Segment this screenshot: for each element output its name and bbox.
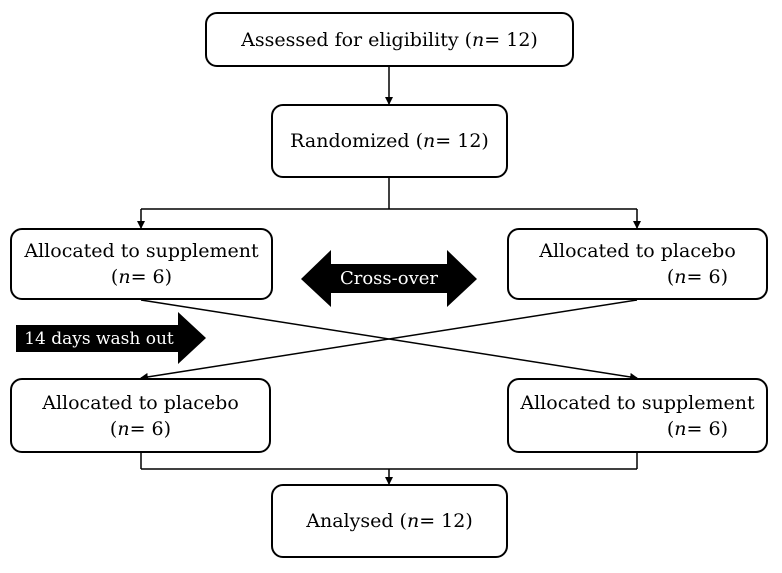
- box-bottom-left-placebo: Allocated to placebo (n= 6): [10, 378, 271, 453]
- box-analysed-line: Analysed (n= 12): [306, 510, 473, 532]
- box-assessed-count: = 12: [484, 28, 531, 51]
- box-top-left-text: Allocated to supplement: [24, 240, 259, 262]
- box-analysed: Analysed (n= 12): [271, 484, 508, 558]
- box-randomized-text: Randomized: [290, 130, 410, 152]
- box-assessed-n: n: [472, 28, 485, 51]
- box-randomized: Randomized (n= 12): [271, 104, 508, 178]
- box-bottom-right-text: Allocated to supplement: [520, 391, 755, 414]
- box-bottom-right-count-line: (n= 6): [666, 417, 728, 440]
- box-assessed-text: Assessed for eligibility: [241, 28, 459, 51]
- crossover-label: Cross-over: [339, 268, 439, 289]
- arrow-cross-placebo-to-placebo: [140, 299, 638, 381]
- box-randomized-count: = 12: [435, 130, 482, 152]
- washout-label: 14 days wash out: [24, 328, 174, 349]
- box-randomized-n: n: [423, 130, 436, 152]
- box-top-right-placebo: Allocated to placebo (n= 6): [507, 228, 768, 300]
- box-top-right-n: n: [674, 266, 687, 288]
- box-top-left-supplement: Allocated to supplement (n= 6): [10, 228, 273, 300]
- box-bottom-right-n: n: [674, 417, 687, 440]
- box-top-left-count: = 6: [130, 266, 165, 288]
- box-assessed-for-eligibility: Assessed for eligibility (n= 12): [205, 12, 574, 67]
- box-bottom-left-text: Allocated to placebo: [42, 391, 239, 414]
- washout-arrow: [16, 312, 206, 364]
- box-bottom-left-count: = 6: [129, 417, 164, 440]
- box-top-left-n: n: [118, 266, 131, 288]
- box-top-left-count-line: (n= 6): [110, 266, 173, 288]
- box-analysed-count: = 12: [419, 510, 466, 532]
- crossover-double-arrow: [301, 250, 477, 307]
- box-top-right-count: = 6: [686, 266, 721, 288]
- box-bottom-left-count-line: (n= 6): [109, 417, 172, 440]
- box-analysed-text: Analysed: [306, 510, 394, 532]
- box-top-right-text: Allocated to placebo: [539, 240, 736, 262]
- box-bottom-right-supplement: Allocated to supplement (n= 6): [507, 378, 768, 453]
- box-bottom-left-n: n: [117, 417, 130, 440]
- box-randomized-line: Randomized (n= 12): [290, 130, 489, 152]
- box-bottom-right-count: = 6: [686, 417, 721, 440]
- box-top-right-count-line: (n= 6): [666, 266, 728, 288]
- box-analysed-n: n: [406, 510, 420, 532]
- box-assessed-line: Assessed for eligibility (n= 12): [241, 28, 538, 51]
